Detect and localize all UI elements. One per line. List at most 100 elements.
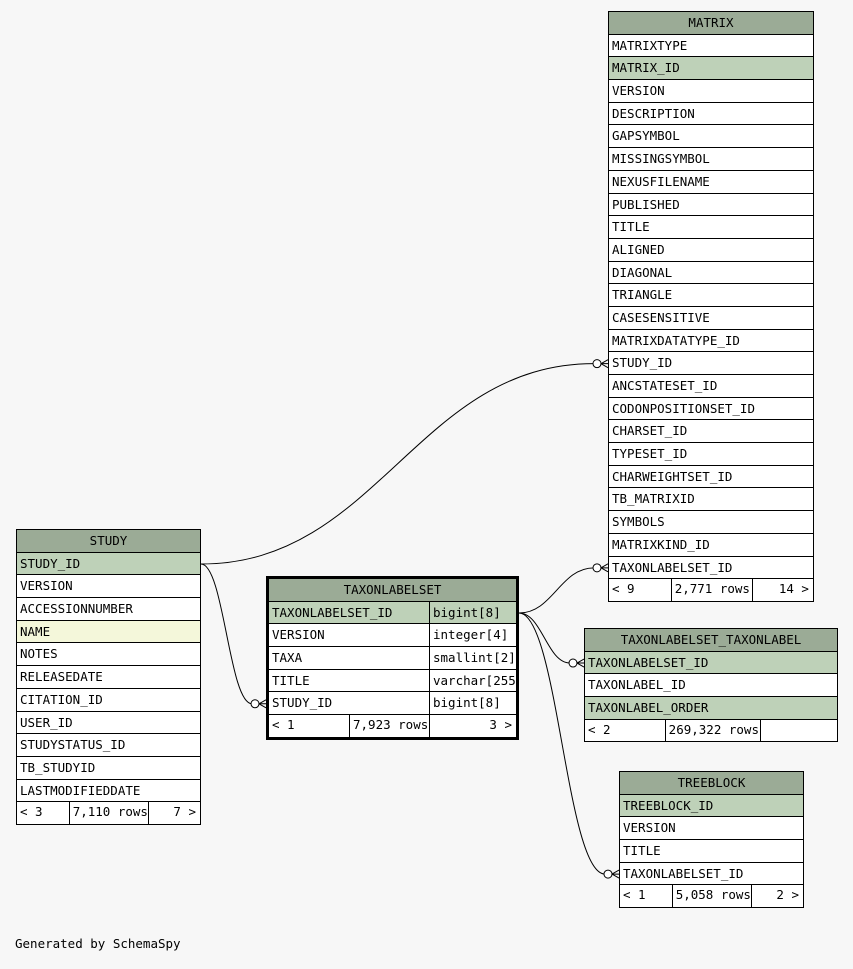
column-name: CODONPOSITIONSET_ID (612, 400, 755, 416)
column-name: RELEASEDATE (20, 669, 103, 685)
column-lastmodifieddate[interactable]: LASTMODIFIEDDATE (17, 780, 200, 803)
generated-by-note: Generated by SchemaSpy (15, 936, 181, 951)
column-taxonlabel-id[interactable]: TAXONLABEL_ID (585, 674, 837, 698)
table-header[interactable]: STUDY (17, 530, 200, 553)
column-taxonlabelset-id[interactable]: TAXONLABELSET_ID (585, 651, 837, 675)
column-symbols[interactable]: SYMBOLS (609, 511, 813, 534)
child-count[interactable]: 7 > (148, 802, 200, 824)
parent-count[interactable]: < 1 (623, 887, 646, 903)
column-description[interactable]: DESCRIPTION (609, 103, 813, 126)
parent-count[interactable]: < 1 (272, 717, 295, 733)
column-nexusfilename[interactable]: NEXUSFILENAME (609, 171, 813, 194)
column-tb-matrixid[interactable]: TB_MATRIXID (609, 488, 813, 512)
column-matrixdatatype-id[interactable]: MATRIXDATATYPE_ID (609, 330, 813, 353)
parent-count[interactable]: < 9 (612, 581, 635, 597)
column-name: TITLE (623, 843, 661, 859)
table-treeblock[interactable]: TREEBLOCK TREEBLOCK_ID VERSION TITLE TAXONLA… (619, 771, 804, 909)
column-diagonal[interactable]: DIAGONAL (609, 262, 813, 285)
column-name: MATRIXTYPE (612, 37, 688, 53)
column-taxonlabel-order[interactable]: TAXONLABEL_ORDER (585, 697, 837, 720)
column-citation-id[interactable]: CITATION_ID (17, 689, 200, 712)
column-releasedate[interactable]: RELEASEDATE (17, 666, 200, 689)
relationship-line (200, 563, 266, 705)
column-matrixkind-id[interactable]: MATRIXKIND_ID (609, 534, 813, 557)
column-tb-studyid[interactable]: TB_STUDYID (17, 757, 200, 780)
column-name: TB_STUDYID (20, 759, 96, 775)
column-study-id[interactable]: STUDY_ID (17, 552, 200, 576)
column-codonpositionset-id[interactable]: CODONPOSITIONSET_ID (609, 398, 813, 421)
column-notes[interactable]: NOTES (17, 643, 200, 667)
table-header[interactable]: TREEBLOCK (620, 772, 803, 795)
child-count[interactable] (760, 719, 837, 742)
column-gapsymbol[interactable]: GAPSYMBOL (609, 125, 813, 149)
table-matrix[interactable]: MATRIX MATRIXTYPE MATRIX_ID VERSION DESCRIPT… (608, 11, 814, 602)
column-triangle[interactable]: TRIANGLE (609, 284, 813, 307)
column-name: STUDY_ID (272, 695, 333, 711)
column-version[interactable]: VERSION (609, 80, 813, 103)
column-matrixtype[interactable]: MATRIXTYPE (609, 35, 813, 58)
column-treeblock-id[interactable]: TREEBLOCK_ID (620, 794, 803, 818)
column-taxonlabelset-id[interactable]: TAXONLABELSET_ID (620, 863, 803, 886)
row-count: 7,923 rows (349, 715, 429, 737)
crows-foot-icon (576, 658, 585, 668)
parent-count[interactable]: < 3 (20, 804, 43, 820)
column-name[interactable]: NAME (17, 620, 200, 644)
child-count[interactable]: 2 > (751, 885, 803, 908)
crows-foot-icon (258, 699, 267, 709)
column-ancstateset-id[interactable]: ANCSTATESET_ID (609, 375, 813, 398)
parent-count[interactable]: < 2 (588, 721, 611, 737)
column-title[interactable]: TITLE (609, 216, 813, 239)
column-casesensitive[interactable]: CASESENSITIVE (609, 307, 813, 330)
column-accessionnumber[interactable]: ACCESSIONNUMBER (17, 598, 200, 621)
table-header[interactable]: TAXONLABELSET_TAXONLABEL (585, 629, 837, 652)
column-type: integer[4] (429, 624, 516, 647)
column-studystatus-id[interactable]: STUDYSTATUS_ID (17, 734, 200, 757)
table-header[interactable]: MATRIX (609, 12, 813, 35)
column-version[interactable]: VERSION (620, 817, 803, 841)
column-name: VERSION (612, 83, 665, 99)
column-aligned[interactable]: ALIGNED (609, 239, 813, 262)
column-name: STUDY_ID (20, 555, 81, 571)
column-missingsymbol[interactable]: MISSINGSYMBOL (609, 148, 813, 171)
child-count[interactable]: 3 > (429, 715, 516, 737)
column-name: TB_MATRIXID (612, 491, 695, 507)
column-study-id[interactable]: STUDY_ID (609, 352, 813, 375)
column-title[interactable]: TITLE (620, 840, 803, 863)
column-type: bigint[8] (429, 601, 516, 624)
column-name: VERSION (623, 820, 676, 836)
column-user-id[interactable]: USER_ID (17, 712, 200, 735)
column-typeset-id[interactable]: TYPESET_ID (609, 443, 813, 466)
column-name: CITATION_ID (20, 691, 103, 707)
column-type: smallint[2] (429, 647, 516, 669)
column-published[interactable]: PUBLISHED (609, 194, 813, 217)
table-header[interactable]: TAXONLABELSET (269, 579, 516, 602)
column-name: TYPESET_ID (612, 446, 688, 462)
optional-circle-icon (250, 699, 260, 709)
column-matrix-id[interactable]: MATRIX_ID (609, 57, 813, 81)
column-charweightset-id[interactable]: CHARWEIGHTSET_ID (609, 466, 813, 489)
column-version[interactable]: VERSION (17, 575, 200, 599)
column-taxonlabelset-id[interactable]: TAXONLABELSET_ID (609, 557, 813, 580)
crows-foot-icon (600, 563, 609, 573)
column-name: TITLE (612, 219, 650, 235)
column-name: PUBLISHED (612, 196, 680, 212)
column-name: USER_ID (20, 714, 73, 730)
column-name: STUDYSTATUS_ID (20, 737, 126, 753)
column-name: ANCSTATESET_ID (612, 378, 718, 393)
child-count[interactable]: 14 > (752, 579, 813, 601)
column-charset-id[interactable]: CHARSET_ID (609, 420, 813, 444)
column-name: TREEBLOCK_ID (623, 797, 714, 813)
column-name: DIAGONAL (612, 264, 673, 280)
